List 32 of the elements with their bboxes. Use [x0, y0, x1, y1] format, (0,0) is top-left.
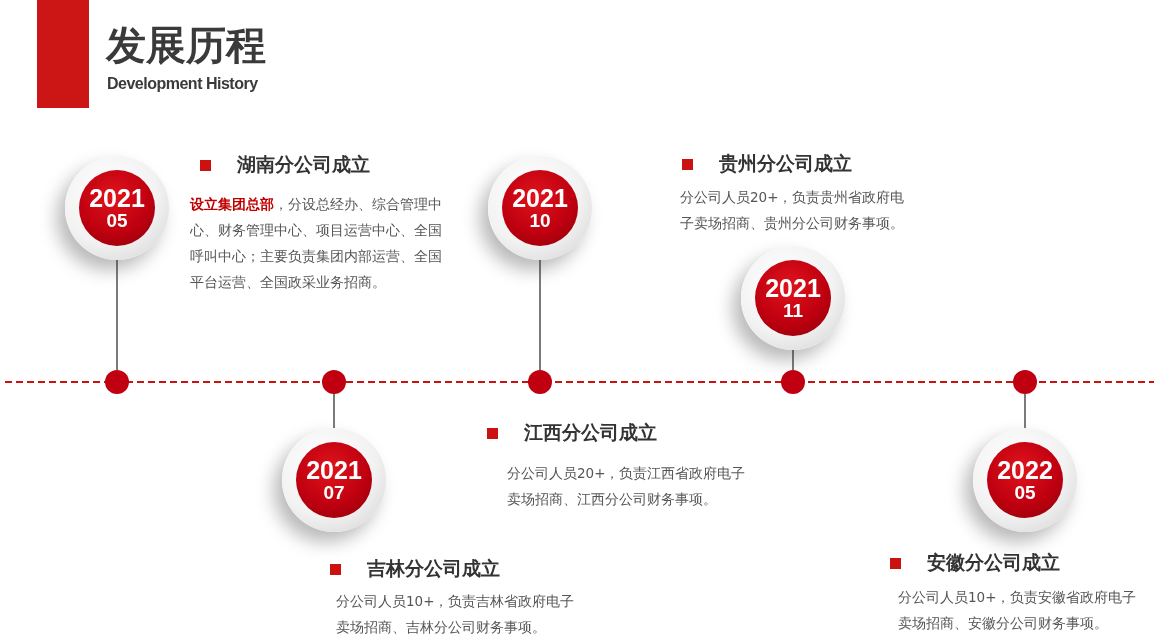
milestone-description: 设立集团总部，分设总经办、综合管理中心、财务管理中心、项目运营中心、全国呼叫中心；主要负责集团内部运营、全国平台运营、全国政采业务招商。 — [190, 195, 442, 292]
year-text: 2021 — [89, 184, 145, 212]
connector-line — [539, 259, 541, 371]
year-text: 2022 — [997, 456, 1053, 484]
milestone-heading: 江西分公司成立 — [524, 420, 657, 445]
milestone-heading: 湖南分公司成立 — [237, 152, 370, 177]
subtitle: Development History — [107, 75, 258, 93]
milestone-description: 分公司人员10+，负责安徽省政府电子卖场招商、安徽分公司财务事项。 — [898, 588, 1138, 633]
milestone-description: 分公司人员20+，负责贵州省政府电子卖场招商、贵州分公司财务事项。 — [680, 188, 906, 233]
year-text: 2021 — [306, 456, 362, 484]
timeline-dot — [105, 370, 129, 394]
connector-line — [333, 393, 335, 429]
connector-line — [1024, 393, 1026, 429]
title: 发展历程 — [106, 21, 266, 70]
connector-line — [792, 349, 794, 371]
milestone-description: 分公司人员10+，负责吉林省政府电子卖场招商、吉林分公司财务事项。 — [336, 592, 576, 637]
month-text: 10 — [529, 211, 551, 232]
milestone-heading: 吉林分公司成立 — [367, 556, 500, 581]
timeline-dot — [781, 370, 805, 394]
connector-line — [116, 259, 118, 371]
year-text: 2021 — [765, 274, 821, 302]
timeline-dot — [1013, 370, 1037, 394]
year-text: 2021 — [512, 184, 568, 212]
month-text: 07 — [323, 483, 345, 504]
milestone-heading: 安徽分公司成立 — [927, 550, 1060, 575]
month-text: 05 — [1014, 483, 1036, 504]
month-text: 05 — [106, 211, 128, 232]
month-text: 11 — [782, 301, 804, 322]
timeline-dot — [322, 370, 346, 394]
milestone-heading: 贵州分公司成立 — [719, 151, 852, 176]
milestone-description: 分公司人员20+，负责江西省政府电子卖场招商、江西分公司财务事项。 — [507, 464, 747, 509]
timeline-dot — [528, 370, 552, 394]
